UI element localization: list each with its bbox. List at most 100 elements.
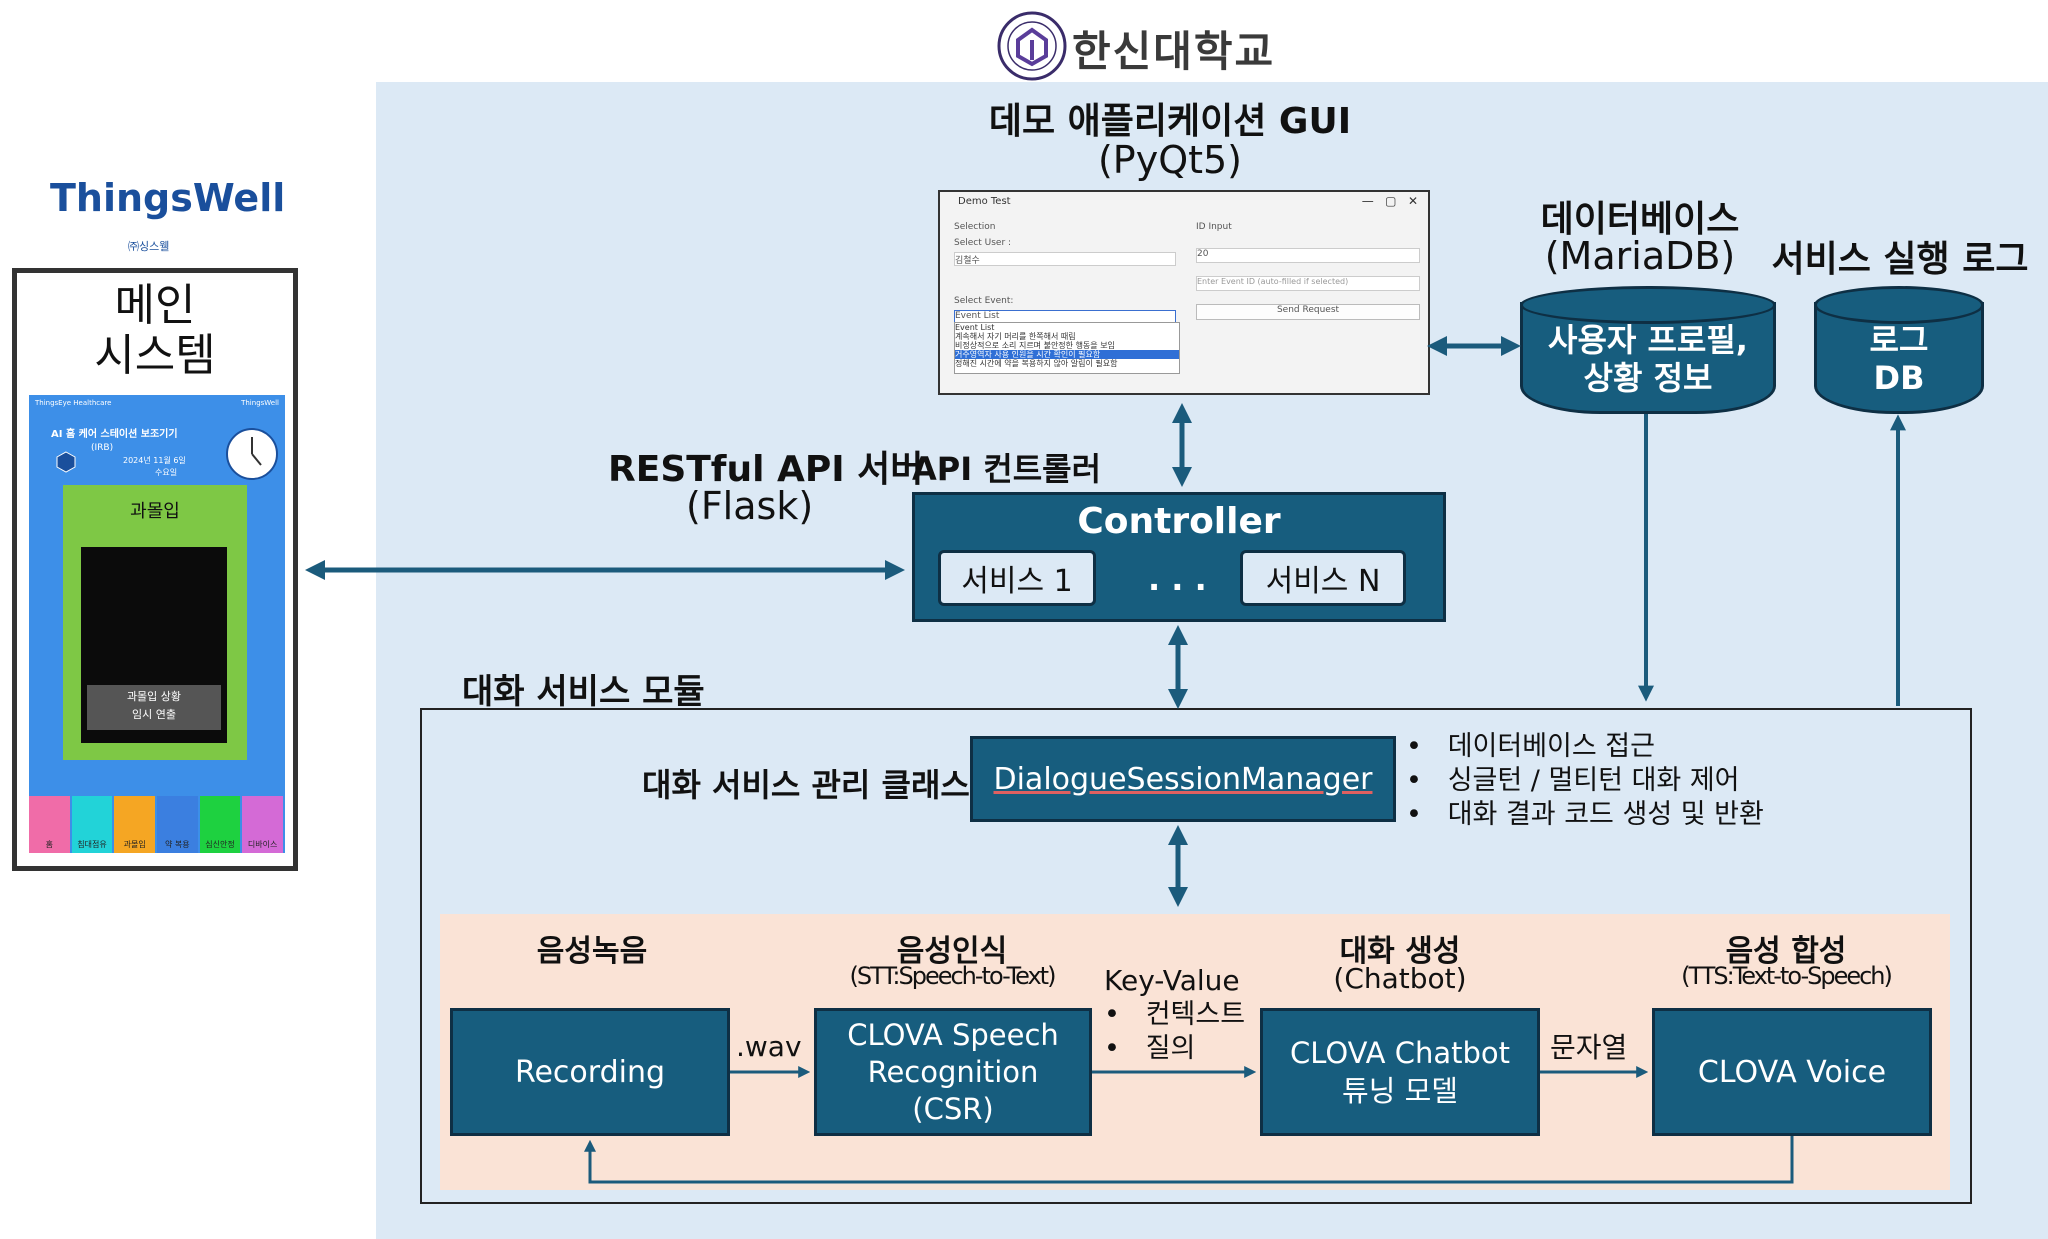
brand-sub: ㈜싱스웰: [128, 240, 170, 253]
event-option[interactable]: 거주영역자 사용 인원을 시간 확인이 필요함: [955, 350, 1179, 359]
service-1-box: 서비스 1: [938, 550, 1096, 606]
log-cylinder-top: [1814, 286, 1984, 324]
nav-tile[interactable]: 디바이스: [242, 796, 283, 853]
edge-keyvalue-label: Key-Value: [1104, 964, 1240, 997]
event-id-input[interactable]: Enter Event ID (auto-filled if selected): [1196, 276, 1420, 291]
bullet-item: • 싱글턴 / 멀티턴 대화 제어: [1406, 765, 1740, 796]
device-title-line2: 시스템: [94, 330, 216, 381]
clova-speech-box: CLOVA Speech Recognition (CSR): [814, 1008, 1092, 1136]
video-caption-line2: 임시 연출: [132, 708, 176, 721]
device-screen: ThingsEye Healthcare ThingsWell AI 홈 케어 …: [29, 395, 285, 853]
log-cylinder-line2: DB: [1873, 359, 1925, 397]
nav-tile-label: 홈: [45, 840, 54, 849]
nav-tile[interactable]: 심신안정: [199, 796, 241, 853]
university-logo: [996, 10, 1068, 82]
clova-chatbot-box: CLOVA Chatbot 튜닝 모델: [1260, 1008, 1540, 1136]
select-user-label: Select User :: [954, 238, 1012, 248]
clova-speech-line1: CLOVA Speech: [847, 1017, 1059, 1052]
log-cylinder-line1: 로그: [1869, 321, 1929, 359]
screen-weekday: 수요일: [155, 468, 178, 477]
green-card-title: 과몰입: [130, 501, 180, 522]
recording-label: Recording: [514, 1054, 666, 1090]
dialogue-module-box: [420, 708, 1972, 1204]
device-title-line1: 메인: [114, 280, 196, 331]
clock-icon: [225, 427, 279, 481]
stage2-subtitle: (STT:Speech-to-Text): [849, 962, 1057, 990]
nav-tile-label: 디바이스: [247, 840, 278, 849]
recording-box: Recording: [450, 1008, 730, 1136]
manager-name: DialogueSessionManager: [993, 761, 1373, 797]
arrow-voice-recording-loop: [584, 1136, 1794, 1184]
db-title: 데이터베이스: [1540, 199, 1740, 240]
stage4-subtitle: (TTS:Text-to-Speech): [1681, 962, 1893, 990]
controller-title: Controller: [1077, 501, 1281, 542]
manager-caption: 대화 서비스 관리 클래스: [642, 766, 970, 804]
video-caption: 과몰입 상황 임시 연출: [87, 685, 221, 730]
edge-item: • 컨텍스트: [1104, 999, 1246, 1030]
select-event-label: Select Event:: [954, 296, 1014, 306]
nav-tile[interactable]: 과몰입: [114, 796, 155, 853]
send-request-button[interactable]: Send Request: [1196, 304, 1420, 320]
nav-tile[interactable]: 홈: [29, 796, 70, 853]
user-select[interactable]: 김철수: [954, 252, 1176, 266]
db-cylinder-top: [1520, 286, 1776, 324]
selection-label: Selection: [954, 222, 996, 232]
green-card: 과몰입 과몰입 상황 임시 연출: [63, 485, 247, 760]
screen-top-left: ThingsEye Healthcare: [35, 399, 112, 407]
db-subtitle: (MariaDB): [1544, 234, 1736, 278]
event-dropdown[interactable]: Event List 계속해서 자기 머리를 한쪽해서 때림 비정상적으로 소리…: [954, 322, 1180, 374]
bottom-nav: 홈 침대점유 과몰입 약 복용 심신안정 디바이스: [29, 796, 285, 853]
shield-icon: [55, 451, 77, 473]
db-cylinder-line1: 사용자 프로필,: [1548, 321, 1748, 359]
bullet-item: • 데이터베이스 접근: [1406, 731, 1655, 762]
gui-title: 데모 애플리케이션 GUI: [988, 101, 1352, 142]
api-title: RESTful API 서버: [608, 449, 924, 490]
edge-keyvalue-items: • 컨텍스트 • 질의: [1104, 998, 1245, 1066]
service-n-box: 서비스 N: [1240, 550, 1406, 606]
api-subtitle: (Flask): [686, 484, 814, 528]
nav-tile-label: 약 복용: [165, 840, 190, 849]
event-option[interactable]: 비정상적으로 소리 지르며 불안정한 행동을 보임: [955, 341, 1115, 350]
db-cylinder-line2: 상황 정보: [1583, 359, 1713, 397]
clova-speech-line2: Recognition: [867, 1054, 1039, 1089]
event-dropdown-header: Event List: [955, 323, 995, 332]
stage2-title: 음성인식: [896, 934, 1008, 969]
video-placeholder: 과몰입 상황 임시 연출: [81, 547, 227, 743]
gui-subtitle: (PyQt5): [1097, 138, 1243, 182]
id-input-label: ID Input: [1196, 222, 1232, 232]
dialogue-module-title: 대화 서비스 모듈: [462, 672, 705, 712]
event-option[interactable]: 계속해서 자기 머리를 한쪽해서 때림: [955, 332, 1076, 341]
clova-speech-line3: (CSR): [912, 1091, 994, 1126]
edge-wav-label: .wav: [736, 1030, 802, 1063]
screen-date: 2024년 11월 6일: [123, 456, 186, 465]
event-option[interactable]: 정해진 시간에 약을 복용하지 않아 알림이 필요함: [955, 359, 1118, 368]
stage1-title: 음성녹음: [536, 934, 648, 969]
manager-bullets: • 데이터베이스 접근 • 싱글턴 / 멀티턴 대화 제어 • 대화 결과 코드…: [1406, 730, 1764, 832]
log-cylinder-body: [1814, 302, 1984, 414]
api-controller-caption: API 컨트롤러: [912, 450, 1102, 488]
university-name: 한신대학교: [1072, 27, 1276, 76]
bullet-item: • 대화 결과 코드 생성 및 반환: [1406, 799, 1764, 830]
clova-voice-box: CLOVA Voice: [1652, 1008, 1932, 1136]
screen-headline: AI 홈 케어 스테이션 보조기기: [51, 429, 178, 440]
nav-tile-label: 침대점유: [77, 840, 107, 849]
stage3-subtitle: (Chatbot): [1333, 962, 1467, 995]
window-controls: — ▢ ✕: [1361, 194, 1418, 208]
screen-irb: (IRB): [91, 443, 114, 453]
clova-chatbot-line2: 튜닝 모델: [1342, 1074, 1458, 1108]
nav-tile-label: 심신안정: [205, 840, 235, 849]
controller-dots: . . .: [1148, 560, 1207, 598]
id-input[interactable]: 20: [1196, 248, 1420, 263]
nav-tile-label: 과몰입: [123, 840, 146, 849]
nav-tile[interactable]: 침대점유: [71, 796, 113, 853]
clova-voice-label: CLOVA Voice: [1697, 1054, 1887, 1090]
stage3-title: 대화 생성: [1339, 934, 1461, 969]
stage4-title: 음성 합성: [1725, 934, 1847, 969]
brand-logo: ThingsWell: [50, 176, 286, 220]
nav-tile[interactable]: 약 복용: [157, 796, 198, 853]
main-system-device: 메인 시스템 ThingsEye Healthcare ThingsWell A…: [12, 268, 298, 871]
gui-window-screenshot: Demo Test — ▢ ✕ Selection Select User : …: [938, 190, 1430, 395]
screen-top-right: ThingsWell: [241, 399, 279, 407]
edge-item: • 질의: [1104, 1033, 1196, 1064]
